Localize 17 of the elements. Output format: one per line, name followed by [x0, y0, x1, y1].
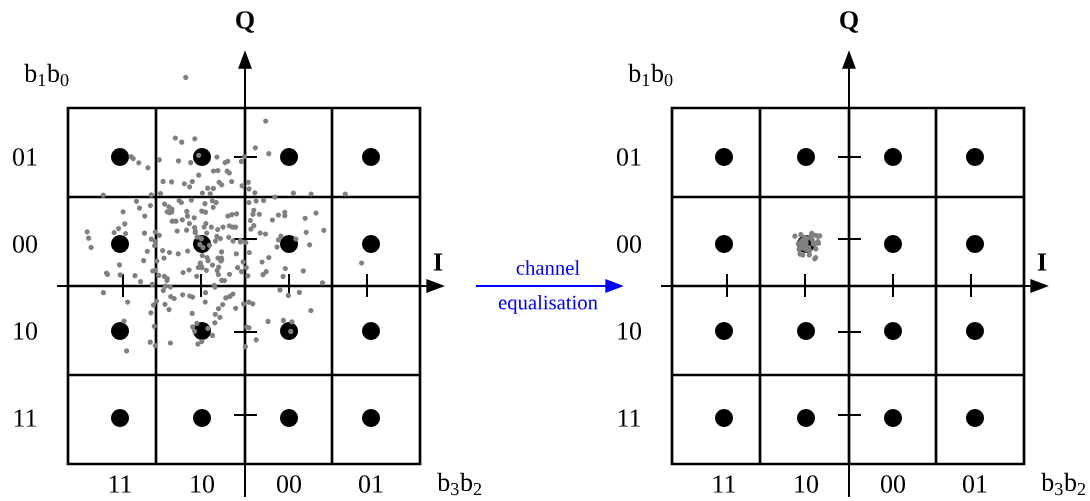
bit-label: b$_{1}$b$_{0}$ [24, 63, 69, 87]
bit-label: b$_{3}$b$_{2}$ [1041, 472, 1086, 496]
axis-label: Q [840, 11, 858, 33]
bit-label: b$_{1}$b$_{0}$ [628, 63, 673, 87]
row-label: 10 [618, 322, 641, 340]
row-label: 11 [618, 409, 640, 427]
constellation-grid [66, 106, 422, 466]
row-label: 11 [14, 409, 36, 427]
bit-label: b$_{3}$b$_{2}$ [437, 472, 482, 496]
row-label: 00 [617, 235, 641, 253]
row-label: 01 [617, 148, 641, 166]
row-label: 00 [13, 235, 37, 253]
constellation-grid [670, 106, 1026, 466]
edge-label: channel equalisation [498, 260, 598, 314]
axis-label: Q [236, 11, 254, 33]
row-label: 10 [14, 322, 37, 340]
row-label: 01 [13, 148, 37, 166]
